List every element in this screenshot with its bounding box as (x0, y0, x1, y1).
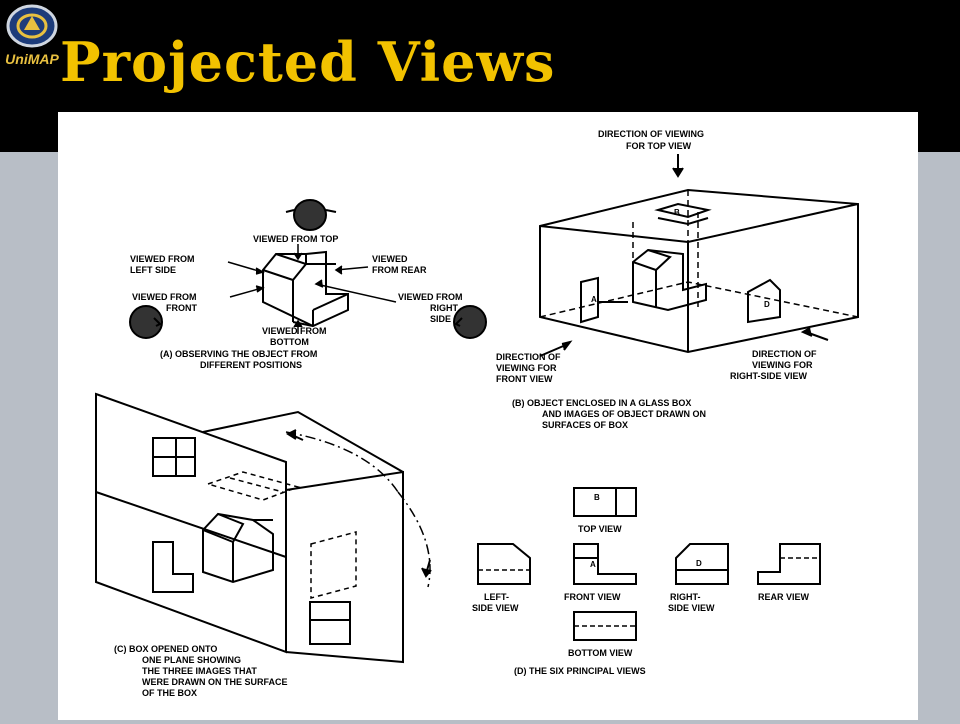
label-right-1: VIEWED FROM (398, 292, 463, 302)
label-right-3: SIDE (430, 314, 451, 324)
front-image-window (152, 541, 194, 593)
object-isometric (262, 250, 349, 328)
label-right-2: RIGHT (430, 303, 459, 313)
caption-c-3: THE THREE IMAGES THAT (142, 666, 257, 676)
unfolded-plane (95, 392, 404, 664)
label-rear-1: VIEWED (372, 254, 408, 264)
top-image-b (654, 202, 712, 226)
letter-b-d: B (594, 493, 600, 502)
top-direction-1: DIRECTION OF VIEWING (598, 129, 704, 139)
fold-arcs (285, 431, 431, 588)
panel-c: (C) BOX OPENED ONTO ONE PLANE SHOWING TH… (95, 392, 432, 698)
left-side-view-drawing (477, 543, 531, 585)
label-top-view: TOP VIEW (578, 524, 622, 534)
right-side-view-drawing (675, 543, 729, 585)
observer-head-top (285, 199, 337, 231)
panel-d: B TOP VIEW A D LEFT- SIDE VIEW FRONT VIE… (472, 487, 821, 676)
right-direction-1: DIRECTION OF (752, 349, 817, 359)
fold-arrows (285, 429, 432, 578)
letter-a-d: A (590, 560, 596, 569)
top-view-drawing (573, 487, 637, 517)
observer-head-right (453, 305, 487, 339)
rear-view-drawing (757, 543, 821, 585)
caption-c-4: WERE DRAWN ON THE SURFACE (142, 677, 288, 687)
panel-a: VIEWED FROM TOP VIEWED FROM LEFT SIDE VI… (129, 199, 487, 370)
left-image-a (580, 276, 628, 324)
left-image-window (152, 437, 196, 477)
letter-b: B (674, 208, 680, 217)
letter-a: A (591, 295, 597, 304)
right-direction-3: RIGHT-SIDE VIEW (730, 371, 808, 381)
label-left-view-2: SIDE VIEW (472, 603, 519, 613)
label-left-side-1: VIEWED FROM (130, 254, 195, 264)
view-arrows-b (539, 154, 829, 357)
right-image-window (309, 601, 351, 645)
front-direction-2: VIEWING FOR (496, 363, 557, 373)
label-rear-view: REAR VIEW (758, 592, 810, 602)
caption-a-1: (A) OBSERVING THE OBJECT FROM (160, 349, 317, 359)
panel-b: DIRECTION OF VIEWING FOR TOP VIEW B A D … (496, 129, 859, 430)
label-front-2: FRONT (166, 303, 197, 313)
right-image-d (747, 278, 781, 324)
observer-head-left (129, 305, 163, 339)
glass-box (539, 188, 859, 354)
object-unfolded (202, 512, 274, 584)
label-bottom-view: BOTTOM VIEW (568, 648, 633, 658)
label-front-view: FRONT VIEW (564, 592, 621, 602)
label-right-view-1: RIGHT- (670, 592, 701, 602)
front-direction-1: DIRECTION OF (496, 352, 561, 362)
label-bottom-2: BOTTOM (270, 337, 309, 347)
right-direction-2: VIEWING FOR (752, 360, 813, 370)
label-front-1: VIEWED FROM (132, 292, 197, 302)
letter-d-d: D (696, 559, 702, 568)
unimap-logo: UniMAP (5, 4, 59, 67)
top-direction-2: FOR TOP VIEW (626, 141, 692, 151)
label-viewed-from-top: VIEWED FROM TOP (253, 234, 338, 244)
bottom-view-drawing (573, 611, 637, 641)
projection-figure: VIEWED FROM TOP VIEWED FROM LEFT SIDE VI… (58, 112, 918, 720)
caption-b-2: AND IMAGES OF OBJECT DRAWN ON (542, 409, 706, 419)
view-arrows-a (227, 244, 397, 334)
caption-b-3: SURFACES OF BOX (542, 420, 628, 430)
caption-b-1: (B) OBJECT ENCLOSED IN A GLASS BOX (512, 398, 691, 408)
caption-d: (D) THE SIX PRINCIPAL VIEWS (514, 666, 646, 676)
logo-text: UniMAP (5, 51, 59, 67)
label-bottom-1: VIEWED FROM (262, 326, 327, 336)
object-in-box (632, 248, 707, 312)
top-image-dashed (205, 471, 357, 599)
label-left-side-2: LEFT SIDE (130, 265, 176, 275)
slide-title: Projected Views (60, 30, 556, 94)
caption-a-2: DIFFERENT POSITIONS (200, 360, 302, 370)
label-right-view-2: SIDE VIEW (668, 603, 715, 613)
front-view-drawing (573, 543, 637, 585)
front-direction-3: FRONT VIEW (496, 374, 553, 384)
caption-c-1: (C) BOX OPENED ONTO (114, 644, 217, 654)
caption-c-5: OF THE BOX (142, 688, 197, 698)
letter-d: D (764, 300, 770, 309)
label-rear-2: FROM REAR (372, 265, 427, 275)
label-left-view-1: LEFT- (484, 592, 509, 602)
caption-c-2: ONE PLANE SHOWING (142, 655, 241, 665)
